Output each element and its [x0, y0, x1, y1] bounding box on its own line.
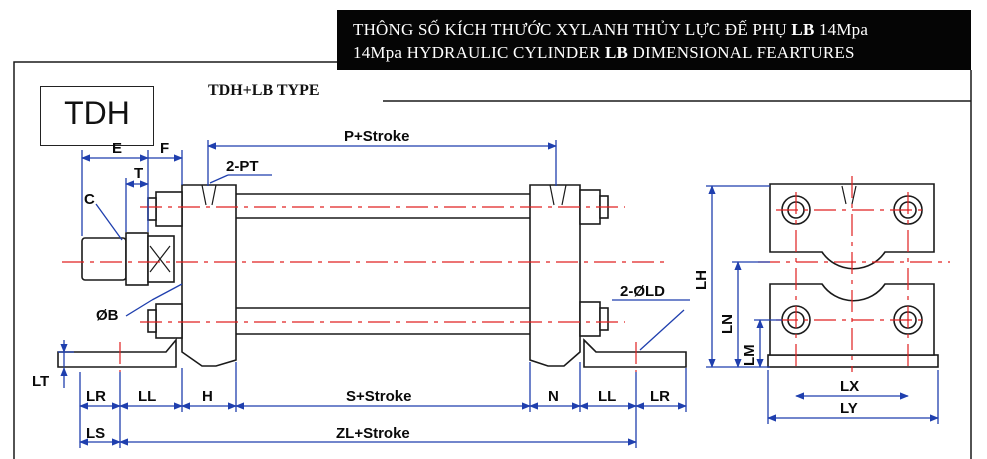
base-plate-left	[57, 337, 177, 368]
model-badge: TDH	[40, 86, 154, 146]
dim-h: H	[202, 388, 213, 405]
end-dimensions	[706, 185, 939, 424]
dim-lh: LH	[693, 270, 710, 290]
dim-ll-right: LL	[598, 388, 616, 405]
side-centerlines	[62, 206, 670, 372]
dim-f: F	[160, 140, 169, 157]
title-vi-suffix: 14Mpa	[818, 20, 869, 39]
side-view	[57, 184, 687, 368]
title-banner: THÔNG SỐ KÍCH THƯỚC XYLANH THỦY LỰC ĐẾ P…	[337, 10, 971, 70]
dim-lm: LM	[741, 344, 758, 366]
piston-rod-end	[81, 237, 127, 281]
title-en-prefix: 14Mpa HYDRAULIC CYLINDER	[353, 43, 601, 62]
dim-ln: LN	[719, 314, 736, 334]
base-plate-right	[583, 338, 687, 368]
dim-ll-left: LL	[138, 388, 156, 405]
title-vi-bold: LB	[791, 20, 815, 39]
rear-head-block	[529, 184, 581, 367]
rod-collar	[147, 235, 175, 283]
side-labels: E F T C P+Stroke 2-PT ØB 2-ØLD LT LR LL …	[32, 128, 670, 442]
dim-ls: LS	[86, 425, 105, 442]
front-head-block	[181, 184, 237, 367]
title-vi-prefix: THÔNG SỐ KÍCH THƯỚC XYLANH THỦY LỰC ĐẾ P…	[353, 20, 787, 39]
dim-lr-left: LR	[86, 388, 106, 405]
dim-s-stroke: S+Stroke	[346, 388, 411, 405]
dim-2-pt: 2-PT	[226, 158, 259, 175]
title-en-suffix: DIMENSIONAL FEARTURES	[632, 43, 855, 62]
dim-ly: LY	[840, 400, 858, 417]
tie-rod-nut-bottom-left	[155, 303, 183, 339]
dim-c: C	[84, 191, 95, 208]
side-dimensions	[58, 140, 690, 448]
rod-nut	[125, 232, 149, 286]
end-view	[767, 183, 939, 368]
end-centerlines	[758, 176, 950, 372]
dim-lx: LX	[840, 378, 859, 395]
tie-rod-nut-top-left	[155, 191, 183, 227]
sheet-frame	[13, 61, 972, 459]
end-labels: LH LN LM LX LY	[693, 270, 859, 417]
dim-p-stroke: P+Stroke	[344, 128, 409, 145]
dim-n: N	[548, 388, 559, 405]
dim-2-ld: 2-ØLD	[620, 283, 665, 300]
title-english: 14Mpa HYDRAULIC CYLINDER LB DIMENSIONAL …	[353, 43, 855, 63]
dim-b: ØB	[96, 307, 119, 324]
model-badge-label: TDH	[64, 95, 130, 131]
type-label: TDH+LB TYPE	[208, 82, 320, 99]
title-vietnamese: THÔNG SỐ KÍCH THƯỚC XYLANH THỦY LỰC ĐẾ P…	[353, 20, 868, 40]
title-en-bold: LB	[604, 43, 629, 62]
dim-e: E	[112, 140, 122, 157]
dim-lt: LT	[32, 373, 49, 390]
dim-t: T	[134, 165, 143, 182]
dim-zl-stroke: ZL+Stroke	[336, 425, 410, 442]
end-base-plate	[767, 354, 939, 368]
dim-lr-right: LR	[650, 388, 670, 405]
tie-rod-nut-bottom-right	[579, 301, 601, 337]
